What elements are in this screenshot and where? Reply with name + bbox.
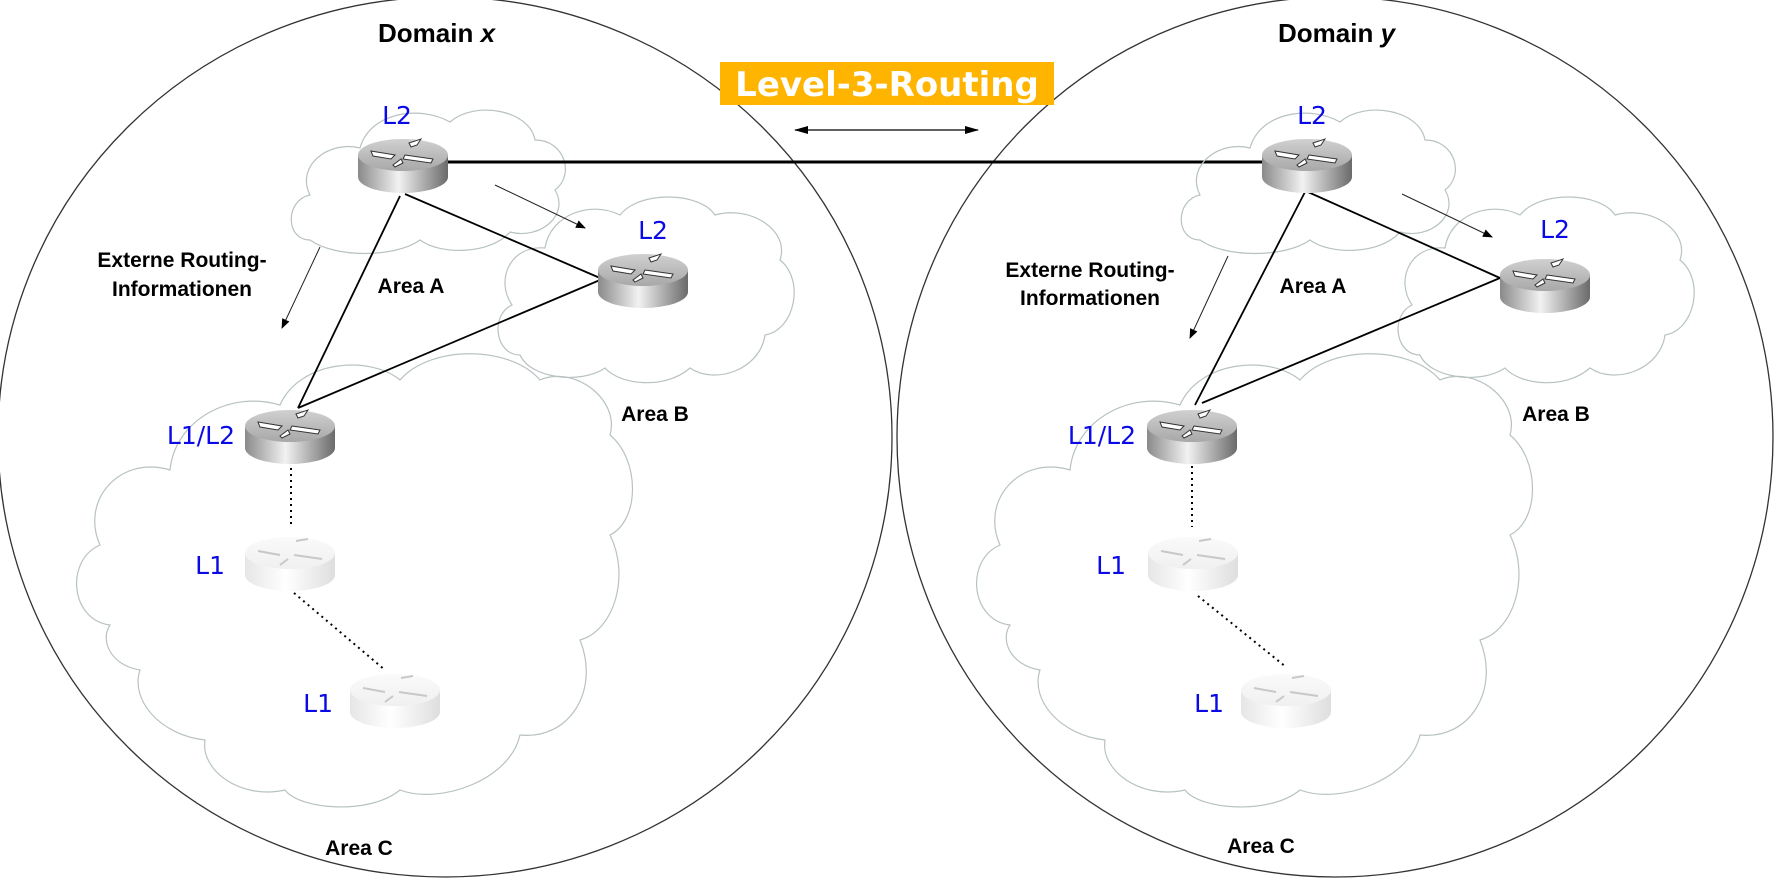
router-border-l1l2[interactable]: L1/L2 (1068, 409, 1238, 465)
area-c-cloud (76, 353, 634, 808)
area-a-label: Area A (378, 275, 445, 298)
area-a-label: Area A (1280, 275, 1347, 298)
link-core-to-border (297, 195, 401, 409)
banner-label: Level-3-Routing (735, 65, 1039, 105)
domain-x: Domain x L2 L2 L1/L2 L1 (76, 18, 1262, 860)
domain-x-boundary (0, 0, 893, 878)
area-a-cloud (1180, 109, 1456, 255)
external-info-arrow (1189, 255, 1229, 339)
router-core-l2[interactable]: L2 (357, 101, 449, 194)
router-icon (349, 673, 441, 729)
area-c-label: Area C (1227, 835, 1295, 858)
link-l1-first-to-l1-second (293, 592, 386, 671)
router-area-b-l2[interactable]: L2 (1499, 215, 1591, 314)
banner-background (720, 62, 1054, 105)
router-label: L1 (303, 689, 333, 718)
router-icon (1240, 673, 1332, 729)
external-info-label-line1: Externe Routing- (97, 249, 266, 272)
link-core-to-border (1194, 191, 1306, 406)
router-icon (244, 536, 336, 592)
router-label: L2 (638, 216, 668, 245)
external-info-label-line2: Informationen (112, 278, 252, 301)
router-l1-first[interactable]: L1 (195, 536, 336, 592)
router-label: L2 (1297, 101, 1327, 130)
area-a-cloud (290, 109, 566, 255)
router-icon (597, 253, 689, 309)
area-c-label: Area C (325, 837, 393, 860)
router-label: L1 (1194, 689, 1224, 718)
area-b-label: Area B (621, 403, 689, 426)
router-l1-second[interactable]: L1 (1194, 673, 1332, 729)
router-border-l1l2[interactable]: L1/L2 (167, 409, 336, 465)
router-icon (357, 138, 449, 194)
router-label: L2 (1540, 215, 1570, 244)
external-info-arrow (281, 246, 321, 329)
router-label: L1 (1096, 551, 1126, 580)
domain-y-title: Domain y (1278, 18, 1397, 48)
link-core-to-area-b (1307, 191, 1501, 279)
link-border-to-area-b (297, 279, 601, 409)
router-label: L1/L2 (167, 421, 235, 450)
area-c-cloud (976, 353, 1534, 808)
router-icon (244, 409, 336, 465)
router-area-b-l2[interactable]: L2 (597, 216, 689, 309)
router-icon (1261, 138, 1353, 194)
router-icon (1147, 536, 1239, 592)
router-label: L1/L2 (1068, 421, 1136, 450)
external-info-label-line2: Informationen (1020, 287, 1160, 310)
domain-x-title: Domain x (378, 18, 497, 48)
link-border-to-area-b (1201, 277, 1501, 404)
level-3-routing-banner: Level-3-Routing (720, 62, 1054, 105)
domain-y-boundary (896, 0, 1774, 878)
router-icon (1146, 409, 1238, 465)
area-b-label: Area B (1522, 403, 1590, 426)
area-b-arrow (1401, 193, 1493, 238)
router-icon (1499, 258, 1591, 314)
router-core-l2[interactable]: L2 (1261, 101, 1353, 194)
area-b-arrow (494, 184, 586, 229)
router-l1-first[interactable]: L1 (1096, 536, 1239, 592)
link-core-to-area-b (404, 193, 601, 279)
link-l1-first-to-l1-second (1197, 595, 1287, 668)
router-label: L2 (382, 101, 412, 130)
router-label: L1 (195, 551, 225, 580)
area-b-cloud (1397, 196, 1695, 384)
external-info-label-line1: Externe Routing- (1005, 259, 1174, 282)
domain-y: Domain y L2 L2 L1/L2 L1 (976, 18, 1695, 858)
area-b-cloud (497, 196, 795, 384)
router-l1-second[interactable]: L1 (303, 673, 441, 729)
